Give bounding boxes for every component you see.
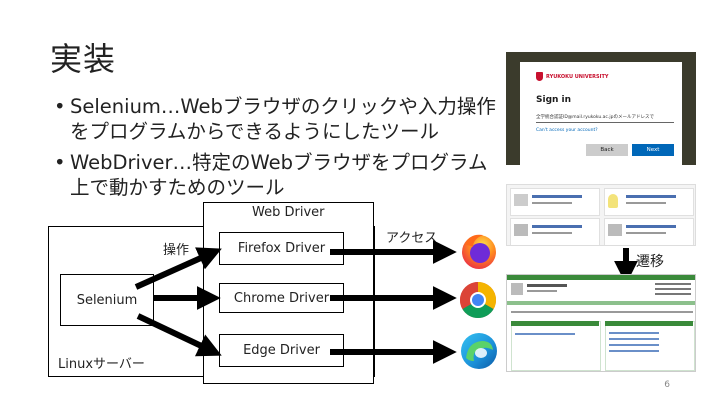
portal-tiles-screenshot (506, 184, 696, 246)
arrow-selenium-edge (136, 313, 222, 357)
signin-heading: Sign in (536, 95, 572, 105)
slide-title: 実装 (50, 40, 117, 78)
next-button[interactable]: Next (632, 144, 674, 156)
chrome-icon (459, 282, 497, 319)
page-number: 6 (664, 380, 670, 390)
brand-text: RYUKOKU UNIVERSITY (546, 73, 609, 80)
portal-page-screenshot (506, 274, 696, 372)
firefox-icon (462, 234, 496, 269)
ryukoku-logo-icon (536, 72, 543, 81)
access-label: アクセス (386, 231, 438, 246)
firefox-driver-box: Firefox Driver (219, 232, 344, 265)
bullet-list: Selenium…Webブラウザのクリックや入力操作をプログラムからできるように… (54, 94, 499, 206)
arrow-selenium-firefox (134, 247, 222, 290)
edge-driver-box: Edge Driver (219, 334, 344, 367)
account-input[interactable]: 全学統合認証ID@mail.ryukoku.ac.jpのメールアドレスで (536, 114, 674, 123)
chrome-driver-box: Chrome Driver (219, 283, 344, 313)
edge-icon (461, 333, 497, 369)
operation-label: 操作 (163, 243, 190, 258)
transition-label: 遷移 (636, 254, 664, 270)
back-button[interactable]: Back (586, 144, 628, 156)
webdriver-label: Web Driver (252, 205, 325, 220)
cant-access-link[interactable]: Can't access your account? (536, 128, 598, 133)
signin-screenshot: RYUKOKU UNIVERSITY Sign in 全学統合認証ID@mail… (506, 52, 696, 165)
linux-server-label: Linuxサーバー (58, 357, 145, 372)
bullet-selenium: Selenium…Webブラウザのクリックや入力操作をプログラムからできるように… (54, 94, 499, 144)
bullet-webdriver: WebDriver…特定のWebブラウザをプログラム上で動かすためのツール (54, 150, 499, 200)
